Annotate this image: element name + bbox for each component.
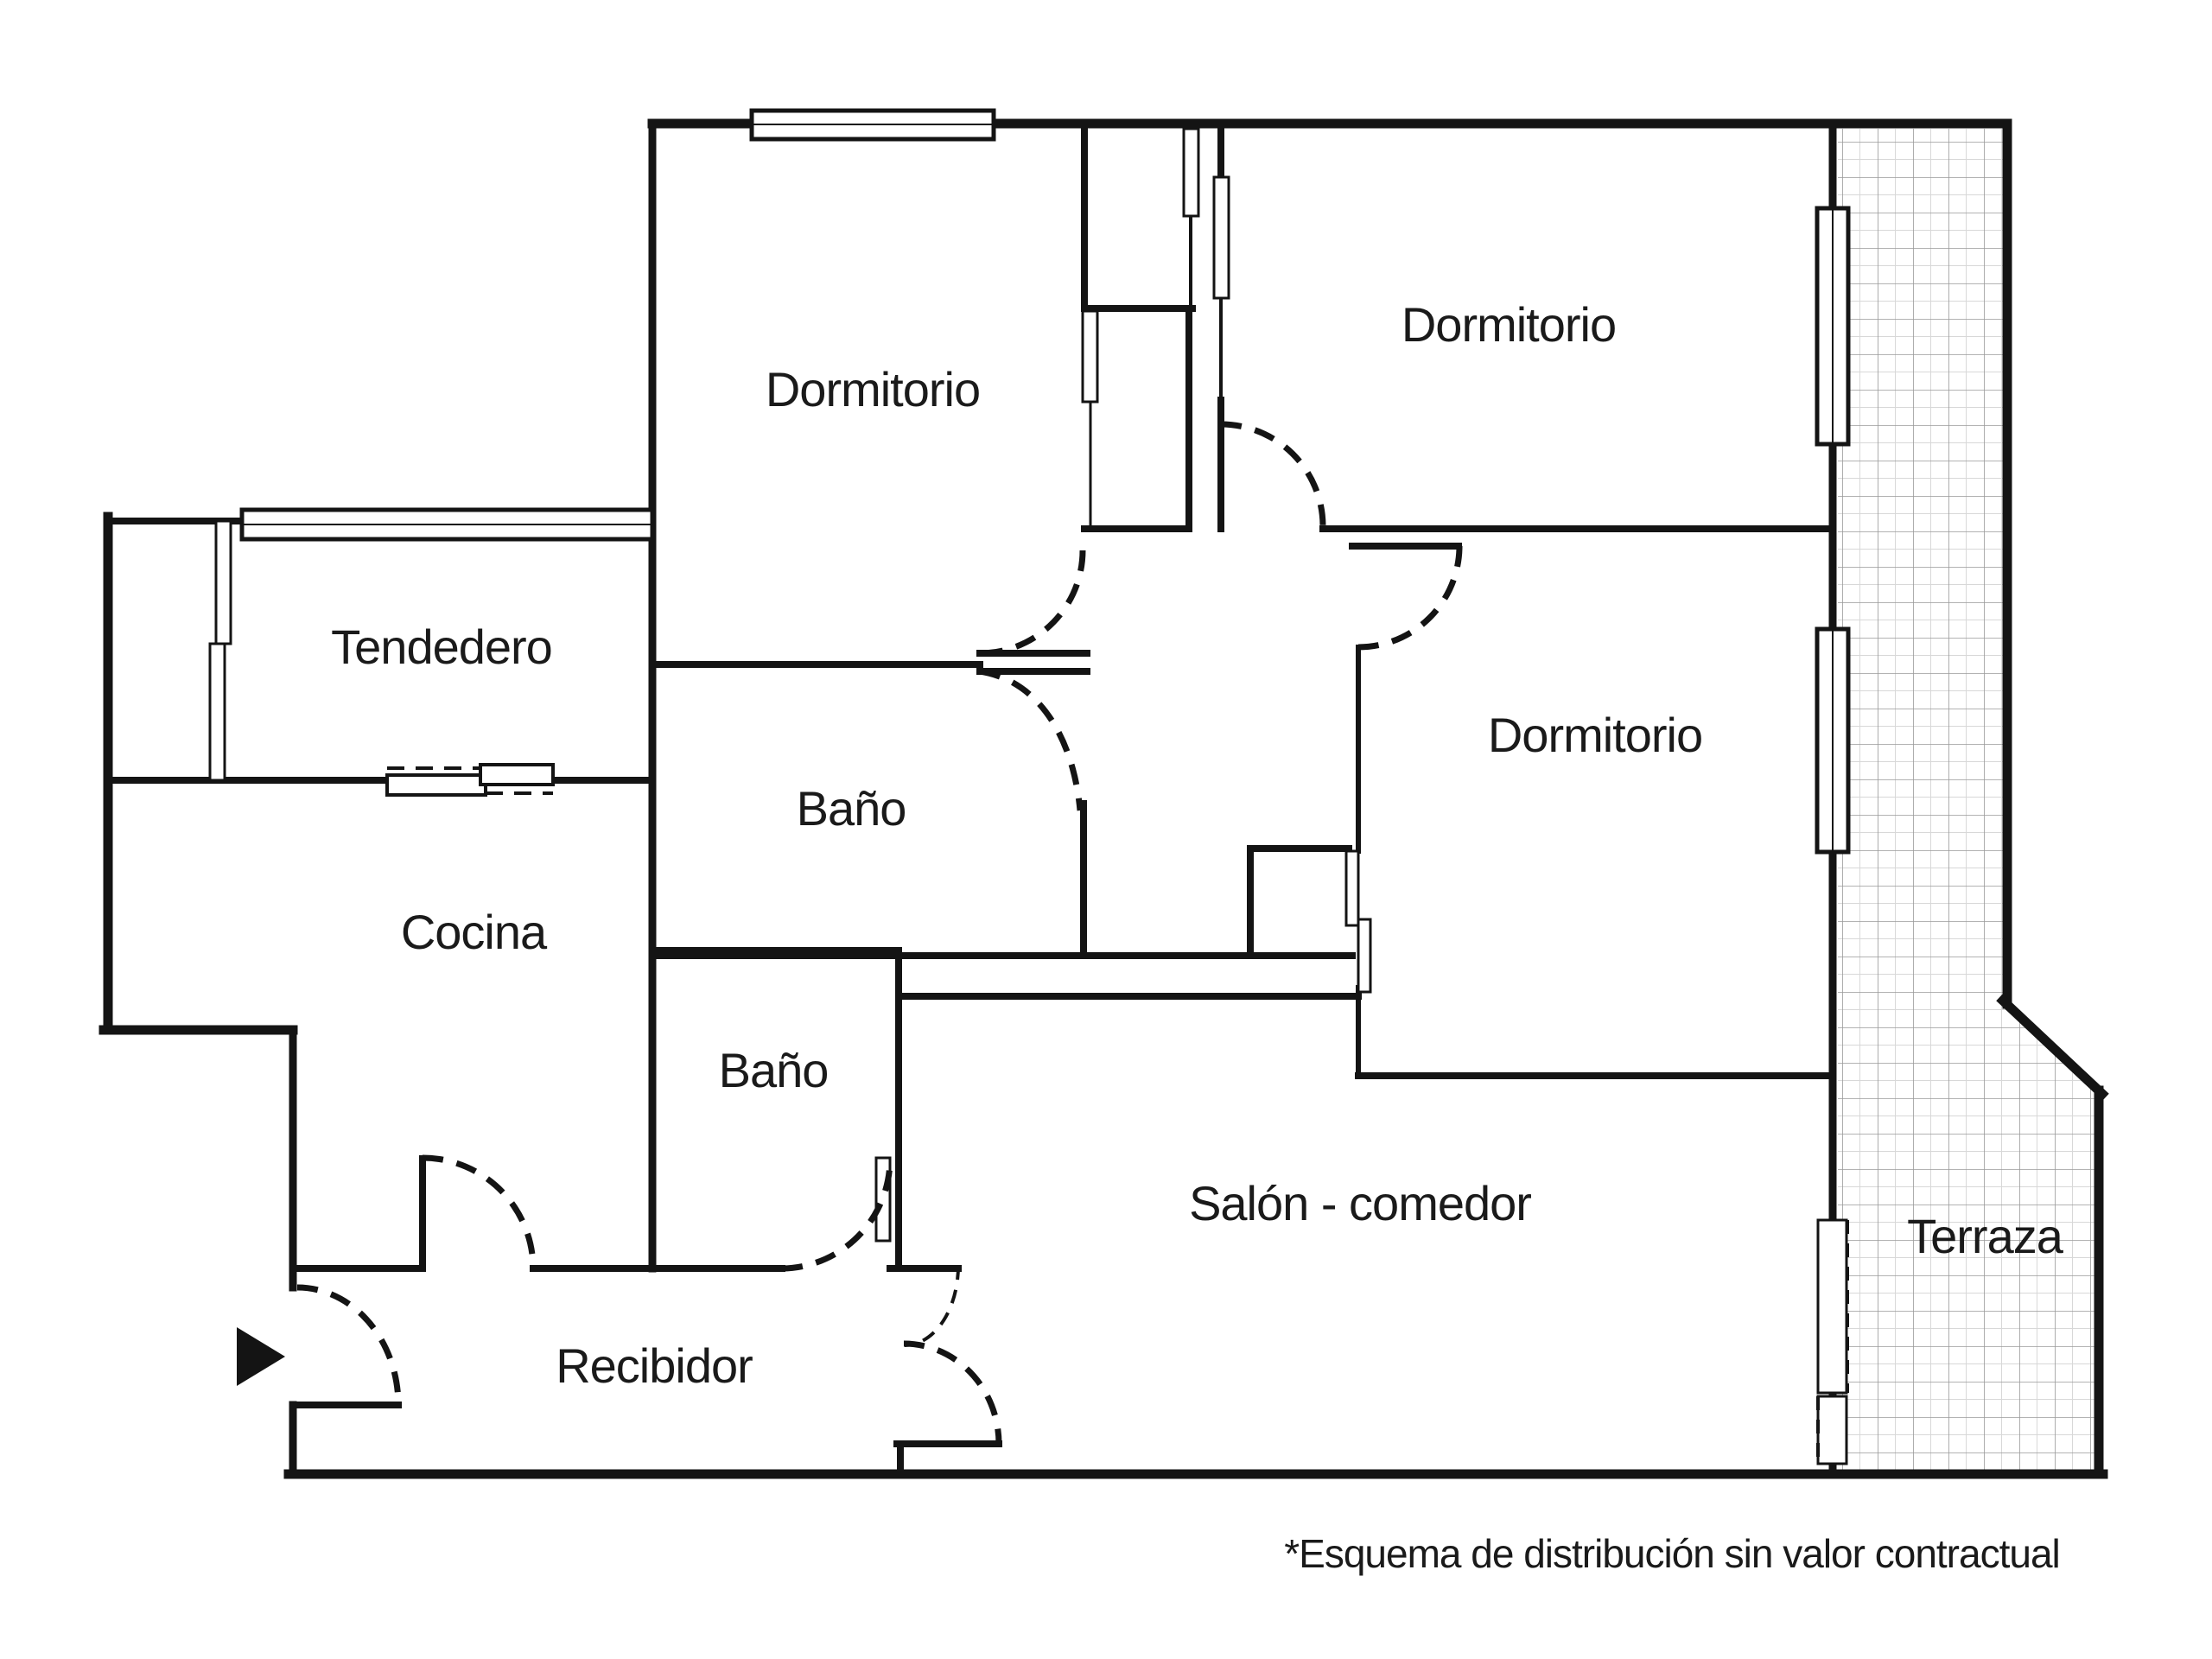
room-label-cocina: Cocina <box>401 905 548 959</box>
window-dormitorio-3-terraza <box>1815 626 1851 855</box>
door-arc-cocina <box>422 1154 537 1269</box>
room-label-bano-2: Baño <box>719 1043 829 1097</box>
room-label-dormitorio-1: Dormitorio <box>766 362 980 416</box>
window-dormitorio-2-west <box>1212 175 1230 300</box>
room-label-recibidor: Recibidor <box>556 1338 753 1393</box>
door-arc-dormitorio-1 <box>979 550 1086 657</box>
terraza-floor <box>1838 129 2099 1470</box>
windows <box>208 108 1851 1465</box>
window-tendedero-left <box>208 519 232 782</box>
door-arc-dormitorio-3 <box>1357 545 1463 651</box>
window-shaft-right <box>1182 127 1200 218</box>
door-arc-bano-2 <box>781 1158 893 1272</box>
window-dormitorio-2-terraza <box>1815 206 1851 447</box>
bath2-door-leaf <box>874 1156 892 1243</box>
room-label-salon-comedor: Salón - comedor <box>1189 1176 1531 1230</box>
room-label-terraza: Terraza <box>1907 1209 2064 1263</box>
door-arc-entry <box>296 1284 402 1406</box>
entry-arrow-icon <box>237 1327 285 1386</box>
window-tendedero-cocina-sliding <box>385 763 555 797</box>
room-labels: Dormitorio Dormitorio Dormitorio Tendede… <box>331 297 2065 1393</box>
window-tendedero-top <box>239 507 655 542</box>
window-salon-terraza <box>1816 1218 1849 1465</box>
room-label-dormitorio-2: Dormitorio <box>1402 297 1616 352</box>
closet-sliding-panels <box>1344 849 1372 994</box>
window-shaft-left <box>1081 309 1099 404</box>
room-label-bano-1: Baño <box>797 781 906 836</box>
footnote: *Esquema de distribución sin valor contr… <box>1284 1531 2060 1576</box>
outer-walls <box>99 118 2109 1479</box>
door-arc-salon-small <box>904 1265 960 1347</box>
window-top-dormitorio-1 <box>749 108 996 142</box>
door-arc-dormitorio-2 <box>1220 421 1326 527</box>
door-arc-bano-1 <box>979 668 1084 811</box>
door-arc-salon-large <box>903 1340 1002 1445</box>
room-label-dormitorio-3: Dormitorio <box>1488 708 1702 762</box>
room-label-tendedero: Tendedero <box>331 620 552 674</box>
door-arcs <box>296 421 1463 1445</box>
